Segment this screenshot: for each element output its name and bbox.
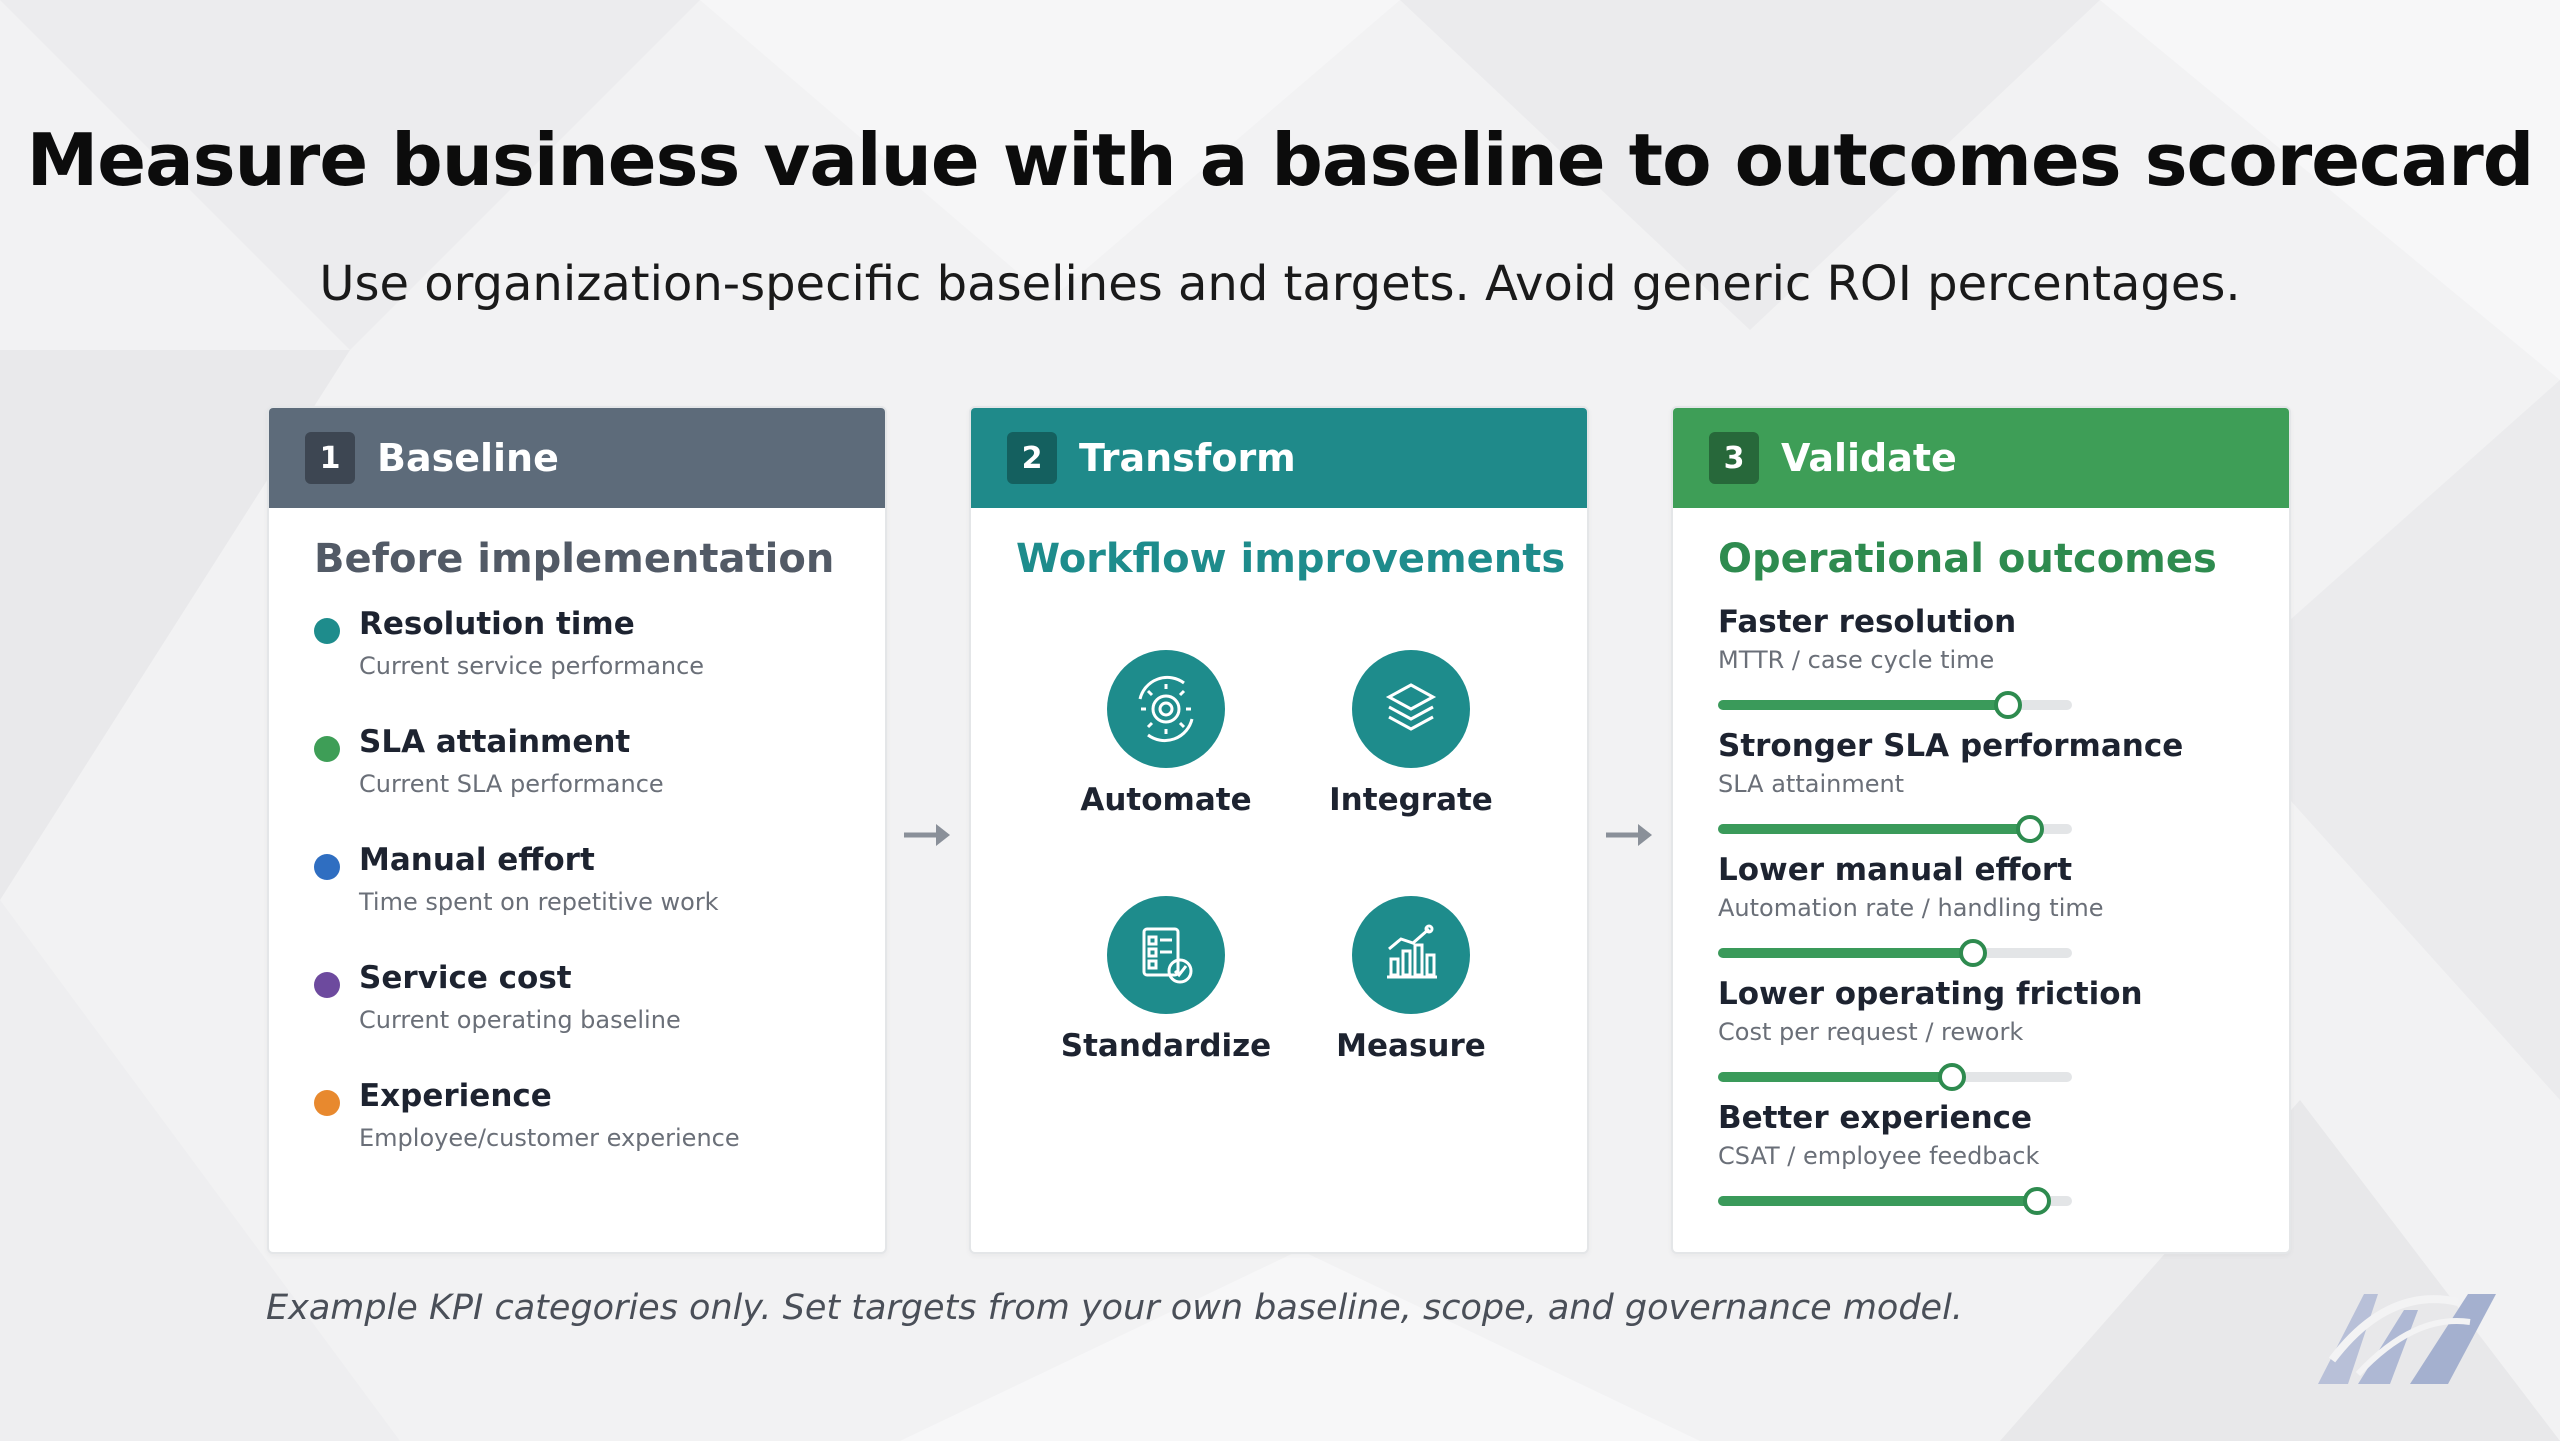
brand-logo-icon	[2318, 1294, 2496, 1384]
outcome-progress-bar	[1718, 815, 2072, 843]
outcome-label: Lower operating friction	[1718, 976, 2143, 1012]
progress-knob	[2022, 1187, 2051, 1215]
baseline-item-sub: Employee/customer experience	[359, 1124, 740, 1152]
baseline-card-header: 1 Baseline	[269, 408, 885, 508]
progress-fill	[1718, 948, 1973, 958]
baseline-item-sub: Current SLA performance	[359, 770, 664, 798]
feature-label: Standardize	[1060, 1028, 1272, 1064]
baseline-item-sub: Current service performance	[359, 652, 705, 680]
validate-section-title: Operational outcomes	[1718, 536, 2217, 582]
status-dot-icon	[314, 972, 340, 998]
baseline-header-label: Baseline	[377, 436, 559, 480]
feature-automate: Automate	[1046, 650, 1286, 818]
baseline-item-label: Resolution time	[359, 606, 635, 642]
step-number-badge: 2	[1007, 432, 1057, 484]
baseline-item-label: Service cost	[359, 960, 572, 996]
page-title: Measure business value with a baseline t…	[26, 118, 2535, 202]
outcome-item: Better experience CSAT / employee feedba…	[1718, 1100, 2238, 1215]
progress-knob	[1937, 1063, 1966, 1091]
validate-card-header: 3 Validate	[1673, 408, 2289, 508]
outcome-item: Lower manual effort Automation rate / ha…	[1718, 852, 2238, 967]
outcome-progress-bar	[1718, 1187, 2072, 1215]
outcome-label: Faster resolution	[1718, 604, 2017, 640]
progress-knob	[1994, 691, 2023, 719]
feature-measure: Measure	[1291, 896, 1531, 1064]
outcome-sub: CSAT / employee feedback	[1718, 1142, 2040, 1170]
step-number-badge: 3	[1709, 432, 1759, 484]
status-dot-icon	[314, 854, 340, 880]
transform-card: 2 Transform Workflow improvements Automa…	[969, 406, 1589, 1254]
transform-section-title: Workflow improvements	[1016, 536, 1566, 582]
outcome-label: Lower manual effort	[1718, 852, 2073, 888]
outcome-progress-bar	[1718, 939, 2072, 967]
baseline-item-label: Manual effort	[359, 842, 595, 878]
progress-fill	[1718, 1072, 1952, 1082]
outcome-sub: Cost per request / rework	[1718, 1018, 2024, 1046]
feature-label: Measure	[1336, 1028, 1486, 1064]
progress-knob	[2015, 815, 2044, 843]
transform-header-label: Transform	[1079, 436, 1296, 480]
validate-card: 3 Validate Operational outcomes Faster r…	[1671, 406, 2291, 1254]
status-dot-icon	[314, 736, 340, 762]
outcome-progress-bar	[1718, 1063, 2072, 1091]
outcome-label: Better experience	[1718, 1100, 2033, 1136]
outcome-sub: SLA attainment	[1718, 770, 1905, 798]
feature-integrate: Integrate	[1291, 650, 1531, 818]
progress-knob	[1958, 939, 1987, 967]
feature-standardize: Standardize	[1046, 896, 1286, 1064]
outcome-label: Stronger SLA performance	[1718, 728, 2184, 764]
outcome-item: Stronger SLA performance SLA attainment	[1718, 728, 2238, 843]
outcome-progress-bar	[1718, 691, 2072, 719]
baseline-section-title: Before implementation	[314, 536, 835, 582]
baseline-item-sub: Time spent on repetitive work	[359, 888, 719, 916]
feature-label: Integrate	[1329, 782, 1493, 818]
outcome-sub: Automation rate / handling time	[1718, 894, 2104, 922]
arrow-right-icon	[1606, 824, 1652, 846]
baseline-item-sub: Current operating baseline	[359, 1006, 681, 1034]
checklist-icon	[1107, 896, 1225, 1014]
outcome-item: Faster resolution MTTR / case cycle time	[1718, 604, 2238, 719]
feature-label: Automate	[1080, 782, 1252, 818]
analytics-chart-icon	[1352, 896, 1470, 1014]
outcome-item: Lower operating friction Cost per reques…	[1718, 976, 2238, 1091]
status-dot-icon	[314, 618, 340, 644]
arrow-right-icon	[904, 824, 950, 846]
gear-cycle-icon	[1107, 650, 1225, 768]
progress-fill	[1718, 824, 2030, 834]
progress-fill	[1718, 700, 2009, 710]
status-dot-icon	[314, 1090, 340, 1116]
baseline-item-label: SLA attainment	[359, 724, 631, 760]
progress-fill	[1718, 1196, 2037, 1206]
baseline-card: 1 Baseline Before implementation Resolut…	[267, 406, 887, 1254]
page-subtitle: Use organization-specific baselines and …	[319, 256, 2241, 312]
layers-icon	[1352, 650, 1470, 768]
outcome-sub: MTTR / case cycle time	[1718, 646, 1995, 674]
baseline-item-label: Experience	[359, 1078, 552, 1114]
step-number-badge: 1	[305, 432, 355, 484]
transform-card-header: 2 Transform	[971, 408, 1587, 508]
validate-header-label: Validate	[1781, 436, 1957, 480]
footnote: Example KPI categories only. Set targets…	[266, 1288, 1963, 1328]
